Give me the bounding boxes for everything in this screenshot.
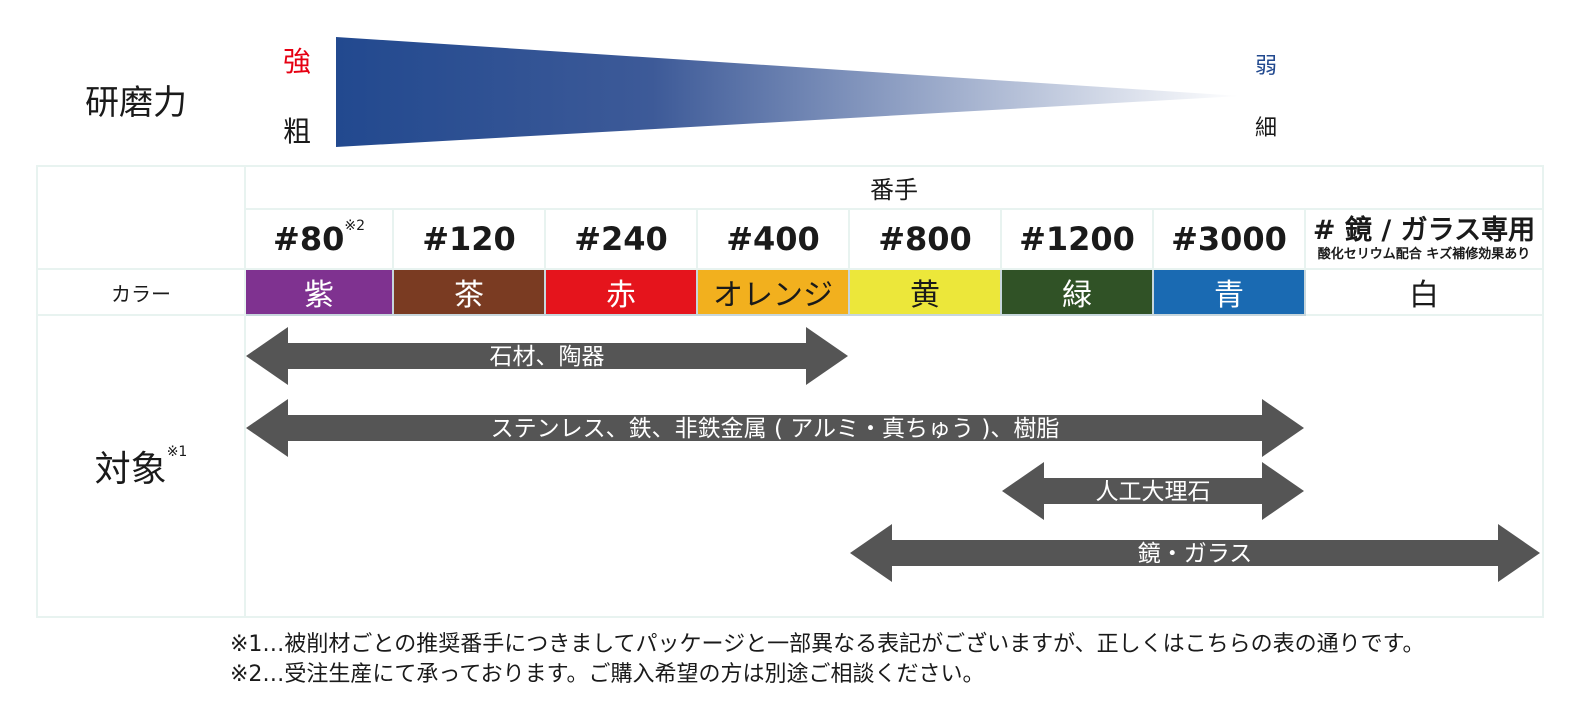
color-row-label: カラー [36, 268, 246, 316]
grit-cell-5: #1200 [1000, 208, 1154, 270]
grit-cell-1: #120 [392, 208, 546, 270]
color-cell-2: 赤 [544, 268, 698, 316]
grit-cell-2: #240 [544, 208, 698, 270]
grit-label: #400 [726, 220, 820, 258]
target-arrow-label-3: 鏡・ガラス [1138, 541, 1253, 567]
corner-cell [36, 165, 246, 270]
weak-label: 弱 [1255, 54, 1278, 79]
grit-header: 番手 [244, 165, 1544, 210]
grit-note-mark: ※2 [344, 218, 365, 234]
strong-label: 強 [283, 45, 312, 78]
target-arrow-0 [246, 327, 848, 385]
color-cell-0: 紫 [244, 268, 394, 316]
grit-row: #80※2 #120 #240 #400 #800 #1200 #3000 # 鏡 / ガラス… [37, 208, 1544, 270]
color-cell-4: 黄 [848, 268, 1002, 316]
color-cell-7: 白 [1304, 268, 1544, 316]
color-cell-3: オレンジ [696, 268, 850, 316]
fine-label: 細 [1255, 116, 1278, 141]
color-row: カラー 紫茶赤オレンジ黄緑青白 [36, 268, 1544, 316]
footnote-2: ※2…受注生産にて承っております。ご購入希望の方は別途ご相談ください。 [230, 662, 985, 687]
target-arrow-3 [850, 524, 1540, 582]
footnote-1: ※1…被削材ごとの推奨番手につきましてパッケージと一部異なる表記がございますが、… [230, 632, 1425, 657]
coarse-label: 粗 [283, 115, 312, 148]
wedge-shape [336, 37, 1240, 147]
grit-label: #240 [574, 220, 668, 258]
target-arrow-label-1: ステンレス、鉄、非鉄金属 ( アルミ・真ちゅう )、樹脂 [491, 416, 1060, 442]
target-note-mark: ※1 [166, 444, 188, 460]
target-arrow-1 [246, 399, 1304, 457]
target-label-cell: 対象※1 [36, 314, 246, 618]
target-arrow-2 [1002, 462, 1304, 520]
grit-cell-7: # 鏡 / ガラス専用酸化セリウム配合 キズ補修効果あり [1304, 208, 1544, 270]
target-label: 対象※1 [94, 444, 188, 490]
grit-cell-0: #80※2 [244, 208, 394, 270]
color-cell-1: 茶 [392, 268, 546, 316]
grit-label: #800 [878, 220, 972, 258]
target-arrow-label-0: 石材、陶器 [490, 344, 605, 370]
grit-label: # 鏡 / ガラス専用 [1312, 215, 1536, 246]
grit-label: #80 [273, 220, 345, 258]
color-cell-5: 緑 [1000, 268, 1154, 316]
target-arrow-label-2: 人工大理石 [1096, 479, 1211, 505]
grit-cell-6: #3000 [1152, 208, 1306, 270]
grit-label: #3000 [1171, 220, 1287, 258]
abrasive-power-wedge [336, 37, 1240, 147]
grit-label: #120 [422, 220, 516, 258]
grit-cell-3: #400 [696, 208, 850, 270]
color-cell-6: 青 [1152, 268, 1306, 316]
grit-sub-label: 酸化セリウム配合 キズ補修効果あり [1317, 246, 1531, 262]
abrasive-power-title: 研磨力 [85, 83, 187, 123]
grit-cell-4: #800 [848, 208, 1002, 270]
grit-label: #1200 [1019, 220, 1135, 258]
